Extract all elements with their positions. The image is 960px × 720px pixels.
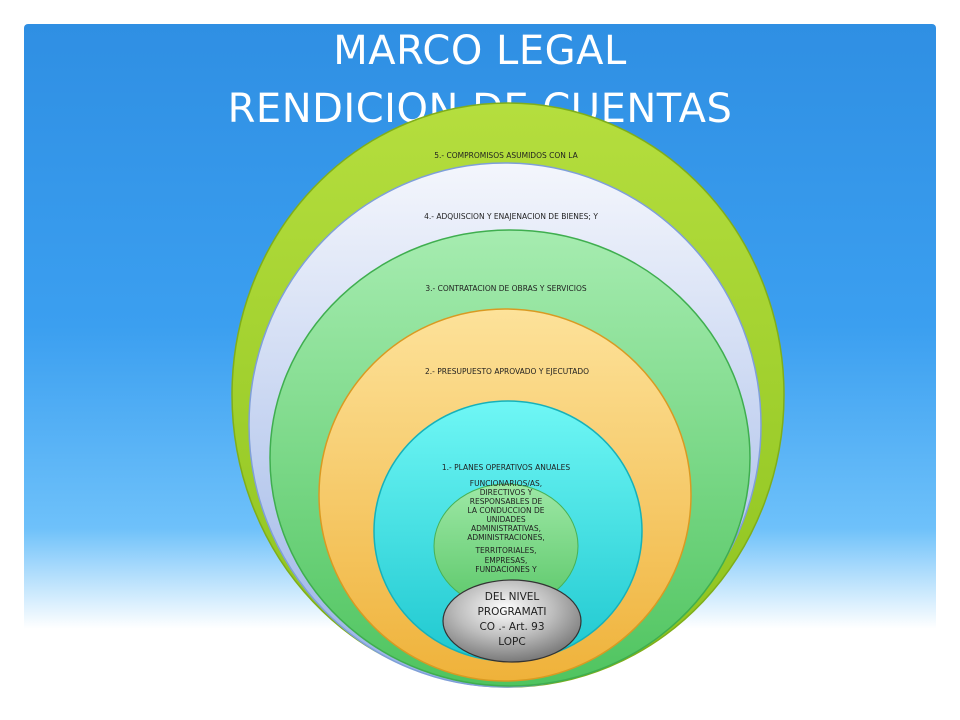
center-line: LOPC [498,636,525,648]
inner-line: RESPONSABLES DE [470,497,543,506]
inner-line: UNIDADES [486,515,526,524]
ring-1-label: 1.- PLANES OPERATIVOS ANUALES [442,463,570,472]
inner-line: FUNDACIONES Y [475,565,537,574]
center-line: PROGRAMATI [477,606,546,618]
inner-text: FUNCIONARIOS/AS, DIRECTIVOS Y RESPONSABL… [467,479,545,574]
inner-line: TERRITORIALES, [474,546,536,555]
center-line: CO .- Art. 93 [479,621,544,633]
center-circle [442,579,582,663]
inner-line: EMPRESAS, [485,556,528,565]
center-text: DEL NIVEL PROGRAMATI CO .- Art. 93 LOPC [477,591,546,648]
inner-line: DIRECTIVOS Y [480,488,533,497]
inner-line: ADMINISTRACIONES, [467,533,545,542]
slide-title: MARCO LEGAL RENDICION DE CUENTAS [24,22,936,138]
inner-line: ADMINISTRATIVAS, [471,524,541,533]
center-line: DEL NIVEL [485,591,540,603]
ring-5-label: 5.- COMPROMISOS ASUMIDOS CON LA [434,151,578,160]
title-line-1: MARCO LEGAL [333,28,627,74]
ring-4-label: 4.- ADQUISCION Y ENAJENACION DE BIENES; … [424,212,598,221]
inner-line: LA CONDUCCION DE [468,506,545,515]
ring-2-label: 2.- PRESUPUESTO APROVADO Y EJECUTADO [425,367,589,376]
inner-line: FUNCIONARIOS/AS, [470,479,542,488]
ring-3-label: 3.- CONTRATACION DE OBRAS Y SERVICIOS [425,284,586,293]
